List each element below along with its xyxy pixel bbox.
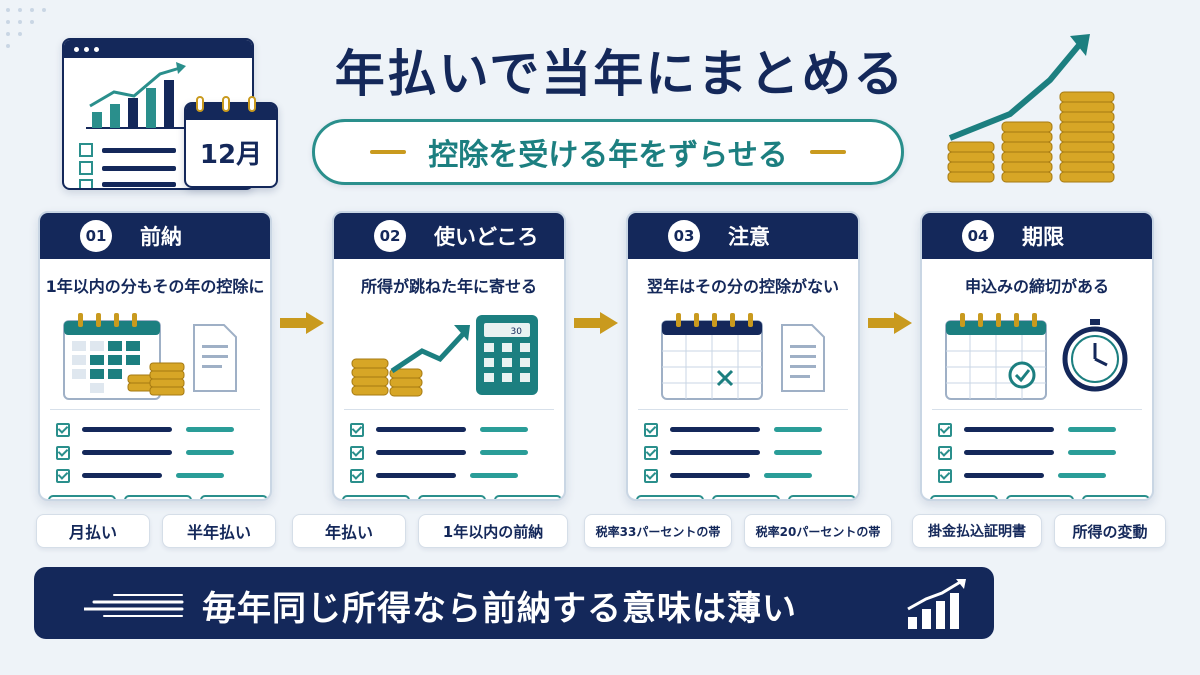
subtitle-banner: 控除を受ける年をずらせる (312, 119, 904, 185)
step-subtitle: 申込みの締切がある (964, 277, 1109, 296)
checklist-row (56, 418, 270, 441)
growth-chart-icon-box: ▟ (342, 495, 410, 499)
checklist-row (644, 441, 858, 464)
subtitle-dash-right (809, 150, 846, 154)
tag-tax-rate-20: 税率20パーセントの帯 (744, 514, 892, 548)
checklist-row (350, 418, 564, 441)
tag-payment-certificate: 掛金払込証明書 (912, 514, 1042, 548)
tag-tax-rate-33: 税率33パーセントの帯 (584, 514, 732, 548)
icon-row: ▦ ≣ ▤ (40, 487, 270, 499)
step-card-4: 04 期限 申込みの締切がある ◷ ▦ ▤ (920, 211, 1154, 501)
checklist-row (350, 464, 564, 487)
check-icon (938, 468, 952, 483)
step-title: 注意 (728, 225, 770, 249)
bar-chart-up-icon (907, 579, 966, 629)
checklist-row (56, 441, 270, 464)
check-icon (644, 468, 658, 483)
clock-icon-box: ◷ (930, 495, 998, 499)
calendar-icon-box: ▦ (712, 495, 780, 499)
coins-icon-box: ≣ (494, 495, 562, 499)
check-icon (350, 422, 364, 437)
step-number: 03 (668, 220, 700, 252)
step-header: 01 前納 (40, 213, 270, 259)
checklist (40, 410, 270, 487)
document-icon-box: ▤ (788, 495, 856, 499)
check-icon (938, 422, 952, 437)
step-title: 使いどころ (434, 225, 539, 249)
tag-annual: 年払い (292, 514, 406, 548)
speed-lines-icon (84, 594, 184, 617)
step-header: 03 注意 (628, 213, 858, 259)
chart-illustration (79, 62, 186, 188)
checklist-row (350, 441, 564, 464)
checklist-row (938, 464, 1152, 487)
check-icon (938, 445, 952, 460)
divider (344, 409, 554, 410)
checklist-row (644, 418, 858, 441)
step-subtitle: 所得が跳ねた年に寄せる (360, 277, 537, 296)
footer-message: 毎年同じ所得なら前納する意味は薄い (202, 589, 797, 629)
subtitle-dash-left (370, 150, 407, 154)
calculator-icon-box: ▦ (418, 495, 486, 499)
checklist-row (644, 464, 858, 487)
checklist (922, 410, 1152, 487)
step-card-2: 02 使いどころ 所得が跳ねた年に寄せる 30 ▟ ▦ ≣ (332, 211, 566, 501)
calendar-month-label: 12月 (199, 140, 263, 170)
step-number: 01 (80, 220, 112, 252)
page-title: 年払いで当年にまとめる (334, 45, 906, 103)
step-header: 04 期限 (922, 213, 1152, 259)
check-icon (350, 445, 364, 460)
check-icon (56, 445, 70, 460)
footer-banner: 毎年同じ所得なら前納する意味は薄い (34, 567, 994, 639)
arrow-right-icon (868, 312, 912, 334)
tag-monthly: 月払い (36, 514, 150, 548)
tag-semiannual: 半年払い (162, 514, 276, 548)
calendar-icon-box: ▦ (48, 495, 116, 499)
step-subtitle: 翌年はその分の控除がない (646, 277, 839, 296)
divider (932, 409, 1142, 410)
prepay-illustration (40, 305, 270, 403)
calendar-icon-box: ▦ (1006, 495, 1074, 499)
checklist-row (938, 441, 1152, 464)
arrow-right-icon (574, 312, 618, 334)
step-number: 02 (374, 220, 406, 252)
calculator-display: 30 (511, 327, 523, 337)
step-title: 前納 (140, 225, 182, 249)
divider (638, 409, 848, 410)
icon-row: ▲ ▦ ▤ (628, 487, 858, 499)
subtitle-text: 控除を受ける年をずらせる (428, 138, 788, 173)
step-title: 期限 (1022, 225, 1064, 249)
step-card-1: 01 前納 1年以内の分もその年の控除に ▦ ≣ ▤ (38, 211, 272, 501)
icon-row: ◷ ▦ ▤ (922, 487, 1152, 499)
warning-icon-box: ▲ (636, 495, 704, 499)
arrow-right-icon (280, 312, 324, 334)
step-number: 04 (962, 220, 994, 252)
tag-income-change: 所得の変動 (1054, 514, 1166, 548)
check-icon (644, 445, 658, 460)
check-icon (350, 468, 364, 483)
step-card-3: 03 注意 翌年はその分の控除がない ▲ ▦ ▤ (626, 211, 860, 501)
coins-icon-box: ≣ (124, 495, 192, 499)
document-icon-box: ▤ (200, 495, 268, 499)
checklist-row (56, 464, 270, 487)
step-header: 02 使いどころ (334, 213, 564, 259)
dot-pattern (6, 8, 46, 48)
checklist-row (938, 418, 1152, 441)
document-icon-box: ▤ (1082, 495, 1150, 499)
deadline-illustration (922, 305, 1152, 403)
check-icon (56, 468, 70, 483)
growth-coins-icon (947, 34, 1115, 183)
check-icon (644, 422, 658, 437)
icon-row: ▟ ▦ ≣ (334, 487, 564, 499)
step-subtitle: 1年以内の分もその年の控除に (45, 277, 265, 296)
income-peak-illustration: 30 (334, 305, 564, 403)
checklist (334, 410, 564, 487)
december-calendar-icon: 12月 (184, 96, 278, 188)
no-deduction-illustration (628, 305, 858, 403)
divider (50, 409, 260, 410)
checklist (628, 410, 858, 487)
tag-prepay-within-year: 1年以内の前納 (418, 514, 568, 548)
check-icon (56, 422, 70, 437)
